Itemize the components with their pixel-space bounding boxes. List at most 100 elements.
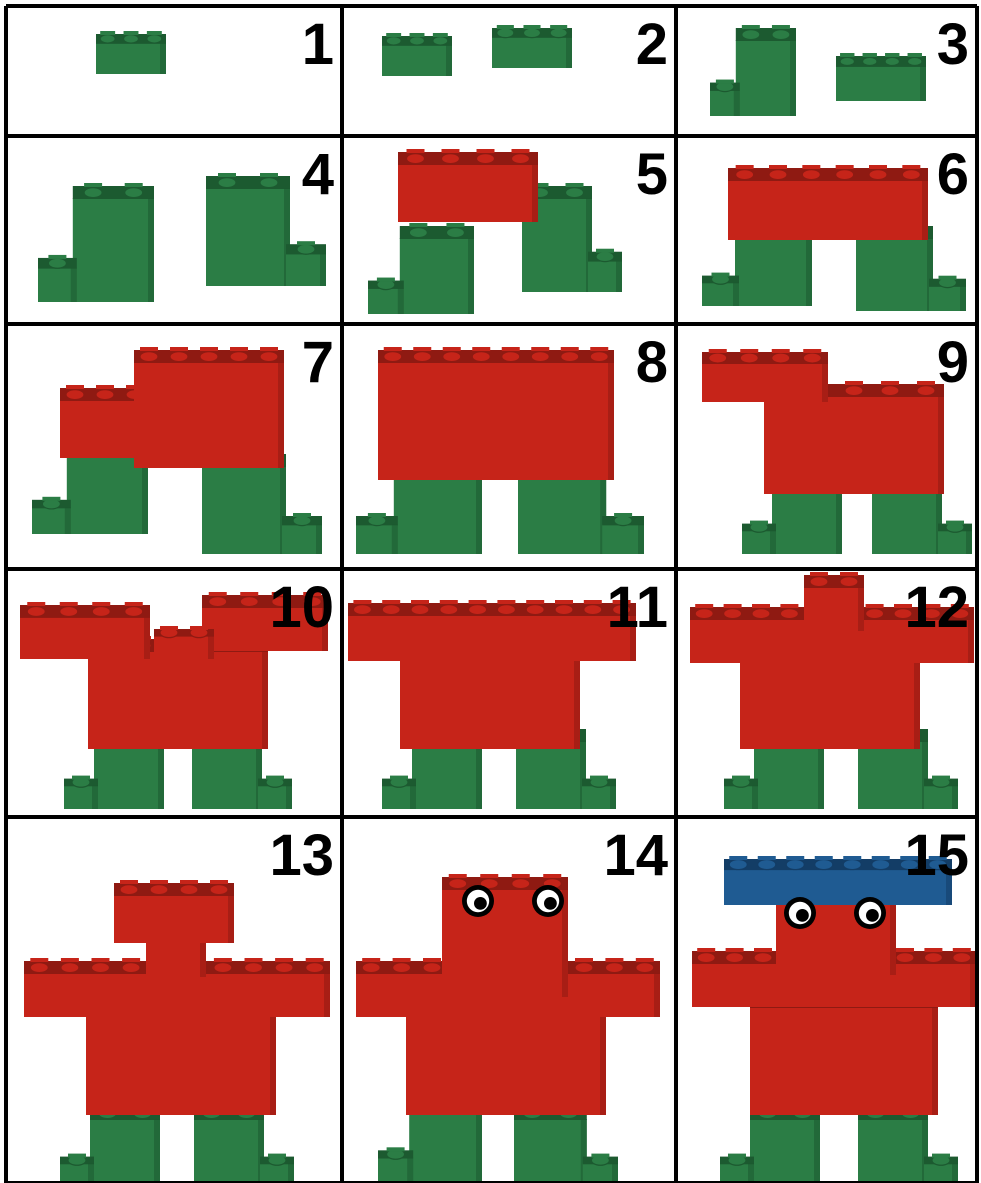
brick-stud: [423, 963, 441, 973]
brick-stud: [140, 352, 158, 362]
foot-block: [194, 1104, 264, 1183]
step-cell-8: 8: [342, 324, 676, 569]
brick-stud: [845, 386, 863, 396]
brick-stud: [407, 154, 425, 164]
foot-block: [858, 1104, 928, 1183]
step-number: 5: [636, 142, 668, 207]
brick-stud-side: [30, 958, 48, 962]
brick-side: [92, 785, 98, 809]
brick-stud-side: [917, 381, 935, 385]
brick-stud-side: [477, 149, 495, 153]
brick-stud-side: [590, 776, 608, 780]
brick-side: [476, 1109, 482, 1183]
brick-stud-side: [410, 33, 425, 37]
brick-side: [476, 741, 482, 809]
brick-front: [73, 198, 154, 302]
brick-side: [770, 530, 776, 554]
step-cell-15: 15: [676, 817, 977, 1183]
brick-stud: [368, 516, 386, 526]
brick-stud: [512, 879, 530, 889]
brick-stud: [726, 953, 744, 963]
brick-front: [400, 238, 474, 314]
brick-stud-side: [591, 1154, 609, 1158]
brick-stud: [180, 885, 198, 895]
brick-side: [288, 1163, 294, 1183]
brick-stud: [125, 188, 143, 198]
brick-front: [96, 43, 166, 74]
brick-stud-side: [803, 349, 821, 353]
foot-step: [720, 1154, 754, 1183]
brick-stud-side: [932, 1154, 950, 1158]
brick-stud: [61, 963, 79, 973]
brick-stud: [48, 258, 66, 268]
brick-stud: [210, 885, 228, 895]
brick-stud-side: [245, 958, 263, 962]
brick-stud-side: [512, 874, 530, 878]
eye-pupil: [544, 897, 557, 910]
brick-stud: [902, 170, 920, 180]
brick-stud-side: [810, 572, 828, 576]
brick-stud: [869, 170, 887, 180]
brick-side: [922, 180, 928, 240]
brick-stud-side: [353, 600, 371, 604]
brick-stud-side: [502, 347, 520, 351]
brick-side: [286, 785, 292, 809]
brick-stud: [752, 609, 770, 619]
brick-stud-side: [932, 776, 950, 780]
part-red-arm-left: [20, 602, 150, 659]
brick-stud: [924, 953, 942, 963]
brick-stud-side: [442, 149, 460, 153]
brick-stud-side: [268, 1154, 286, 1158]
foot-step: [702, 273, 739, 306]
brick-stud-side: [260, 347, 278, 351]
brick-stud: [218, 178, 236, 188]
brick-top: [728, 168, 928, 181]
brick-stud-side: [497, 600, 515, 604]
brick-stud: [840, 57, 854, 65]
brick-front: [406, 1007, 606, 1115]
brick-side: [960, 286, 966, 311]
foot-step: [32, 497, 71, 534]
brick-front: [764, 396, 944, 494]
brick-front: [409, 1109, 482, 1183]
brick-stud: [754, 953, 772, 963]
step-number: 10: [269, 575, 334, 640]
brick-side: [410, 785, 416, 809]
brick-stud-side: [752, 604, 770, 608]
brick-stud: [881, 386, 899, 396]
brick-stud-side: [772, 349, 790, 353]
brick-stud-side: [147, 31, 162, 35]
brick-stud-side: [480, 874, 498, 878]
brick-side: [733, 282, 739, 306]
brick-stud-side: [100, 31, 115, 35]
foot-step: [286, 241, 326, 286]
brick-side: [148, 198, 154, 302]
part-red-brick: [728, 165, 928, 240]
brick-stud: [836, 170, 854, 180]
brick-stud: [260, 352, 278, 362]
brick-stud-side: [27, 602, 45, 606]
brick-stud-side: [230, 347, 248, 351]
brick-stud: [740, 353, 758, 363]
brick-stud-side: [636, 958, 654, 962]
brick-side: [270, 1007, 276, 1115]
brick-stud: [772, 353, 790, 363]
brick-stud-side: [125, 183, 143, 187]
brick-stud-side: [780, 604, 798, 608]
brick-stud-side: [946, 521, 964, 525]
brick-front: [858, 1119, 928, 1183]
brick-stud-side: [423, 958, 441, 962]
brick-front: [856, 238, 933, 311]
brick-stud-side: [575, 958, 593, 962]
foot-block: [73, 183, 154, 302]
brick-stud: [596, 252, 614, 262]
right-eye: [854, 897, 886, 929]
brick-stud-side: [953, 948, 971, 952]
brick-stud: [245, 963, 263, 973]
foot-step: [582, 776, 616, 809]
brick-stud-side: [939, 276, 957, 280]
part-red-brick: [378, 347, 614, 480]
left-eye: [784, 897, 816, 929]
brick-side: [600, 1007, 606, 1115]
foot-step: [60, 1154, 94, 1183]
